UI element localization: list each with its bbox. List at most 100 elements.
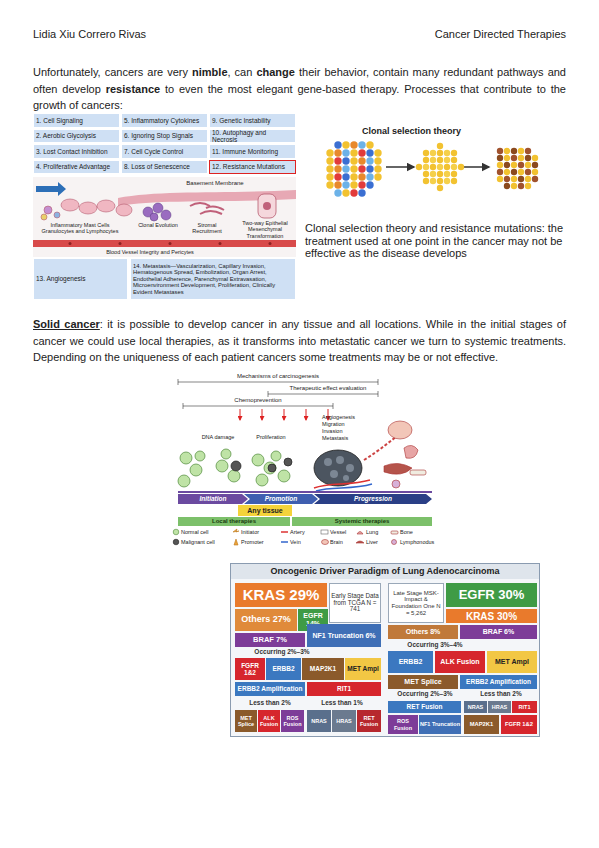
hallmark-box: 8. Loss of Senescence xyxy=(121,160,208,175)
box-text: KRAS 29% xyxy=(243,587,320,604)
clone-cell xyxy=(437,178,443,184)
clone-cell xyxy=(366,181,373,188)
clone-cell xyxy=(423,178,429,184)
clone-cell xyxy=(430,150,436,156)
box-text: MET Ampl xyxy=(495,658,529,666)
clone-cell xyxy=(437,143,443,149)
clone-cell xyxy=(342,157,349,164)
clone-cell xyxy=(444,157,450,163)
legend-text: Lung xyxy=(366,529,378,535)
table-note: Less than 2% xyxy=(466,690,536,697)
label-box: ALK Fusion xyxy=(435,651,485,673)
clone-cell xyxy=(430,157,436,163)
box-text: Systemic therapies xyxy=(335,518,390,525)
tumor xyxy=(314,432,402,491)
clone-cell xyxy=(430,171,436,177)
clone-cell xyxy=(504,169,510,175)
clone-cell xyxy=(518,176,524,182)
box-text: BRAF 6% xyxy=(483,628,515,636)
clone-cell xyxy=(518,162,524,168)
clone-cell xyxy=(350,189,357,196)
clone-cell xyxy=(342,173,349,180)
clone-cell xyxy=(518,169,524,175)
clone-cell xyxy=(451,164,457,170)
box-text: ROS Fusion xyxy=(281,715,304,727)
clone-cell xyxy=(342,149,349,156)
figure-label: Two-way Epithelial Mesenchymal Transform… xyxy=(234,220,296,239)
clone-cell xyxy=(326,173,333,180)
label-box: KRAS 29% xyxy=(235,583,327,607)
box-text: RIT1 xyxy=(337,685,351,692)
hallmark-box: 7. Cell Cycle Control xyxy=(121,144,208,159)
figure-label: Stromal Recruitment xyxy=(184,222,230,235)
table-note: Occurring 2%–3% xyxy=(237,648,327,655)
label-box: HRAS xyxy=(332,710,356,732)
figure-label: Chemoprevention xyxy=(208,397,308,404)
box-text: MAP2K1 xyxy=(470,721,494,727)
clone-cell xyxy=(451,150,457,156)
label-box: NF1 Truncation xyxy=(419,715,461,734)
clone-cell xyxy=(497,155,503,161)
label-box: ERBB2 xyxy=(388,651,433,673)
clone-cell xyxy=(525,155,531,161)
figure-label: Therapeutic effect evaluation xyxy=(278,385,378,392)
paragraph-text: , can xyxy=(228,66,253,78)
label-box: Progression xyxy=(314,494,432,504)
clone-cell xyxy=(334,141,341,148)
clone-cell xyxy=(511,155,517,161)
paragraph-text: : it is possible to develop cancer in an… xyxy=(33,318,566,363)
label-box: KRAS 30% xyxy=(446,609,537,623)
clone-cell xyxy=(444,178,450,184)
clone-cell xyxy=(358,189,365,196)
paragraph-text: Solid cancer xyxy=(33,318,100,330)
clone-cell xyxy=(334,189,341,196)
table-note: Less than 2% xyxy=(237,699,303,706)
box-text: Late Stage MSK-Impact & Foundation One N… xyxy=(390,590,442,616)
hallmark-box: 13. Angiogenesis xyxy=(33,258,128,300)
box-text: MET Ampl xyxy=(347,665,379,672)
box-text: MAP2K1 xyxy=(310,665,336,672)
clone-cell xyxy=(342,141,349,148)
figure-label: Clonal selection theory xyxy=(362,126,492,136)
hallmark-illustration xyxy=(33,177,296,257)
box-text: Early Stage Data from TCGA N = 741 xyxy=(331,593,379,614)
clone-cell xyxy=(511,162,517,168)
label-box: NF1 Truncation 6% xyxy=(307,624,381,647)
figure-label: Inflammatory Mast Cells Granulocytes and… xyxy=(35,222,125,235)
clonal-illustration xyxy=(326,141,538,196)
clone-cell xyxy=(444,164,450,170)
box-text: HRAS xyxy=(336,718,352,724)
clone-cell xyxy=(350,165,357,172)
box-text: RET Fusion xyxy=(357,715,381,727)
clone-cell xyxy=(350,141,357,148)
figure-label: Mechanisms of carcinogenesis xyxy=(223,373,333,380)
clone-cell xyxy=(511,183,517,189)
legend-samples xyxy=(173,529,398,545)
label-box: NRAS xyxy=(307,710,331,732)
box-text: RIT1 xyxy=(519,704,531,710)
clone-cell xyxy=(416,164,422,170)
clone-cell xyxy=(511,169,517,175)
clone-cell xyxy=(437,157,443,163)
clone-cell xyxy=(366,173,373,180)
label-box: RIT1 xyxy=(512,701,537,713)
clone-cell xyxy=(374,165,381,172)
clone-cell xyxy=(525,148,531,154)
legend-text: Bone xyxy=(400,529,413,535)
box-text: 2. Aerobic Glycolysis xyxy=(36,132,96,139)
legend-text: Brain xyxy=(330,539,343,545)
clone-cell xyxy=(334,157,341,164)
clone-cell xyxy=(444,171,450,177)
figure-label: DNA damage xyxy=(196,434,240,440)
clone-cell xyxy=(504,183,510,189)
figure-label: Metastasis xyxy=(322,435,367,441)
clone-cell xyxy=(358,141,365,148)
clone-cell xyxy=(444,150,450,156)
clone-cell xyxy=(497,176,503,182)
legend-text: Malignant cell xyxy=(181,539,215,545)
clone-cell xyxy=(423,171,429,177)
hallmark-box: 9. Genetic Instability xyxy=(209,113,296,128)
box-text: Others 27% xyxy=(241,615,291,625)
box-text: 4. Proliferative Advantage xyxy=(36,163,110,170)
clone-cell xyxy=(350,149,357,156)
